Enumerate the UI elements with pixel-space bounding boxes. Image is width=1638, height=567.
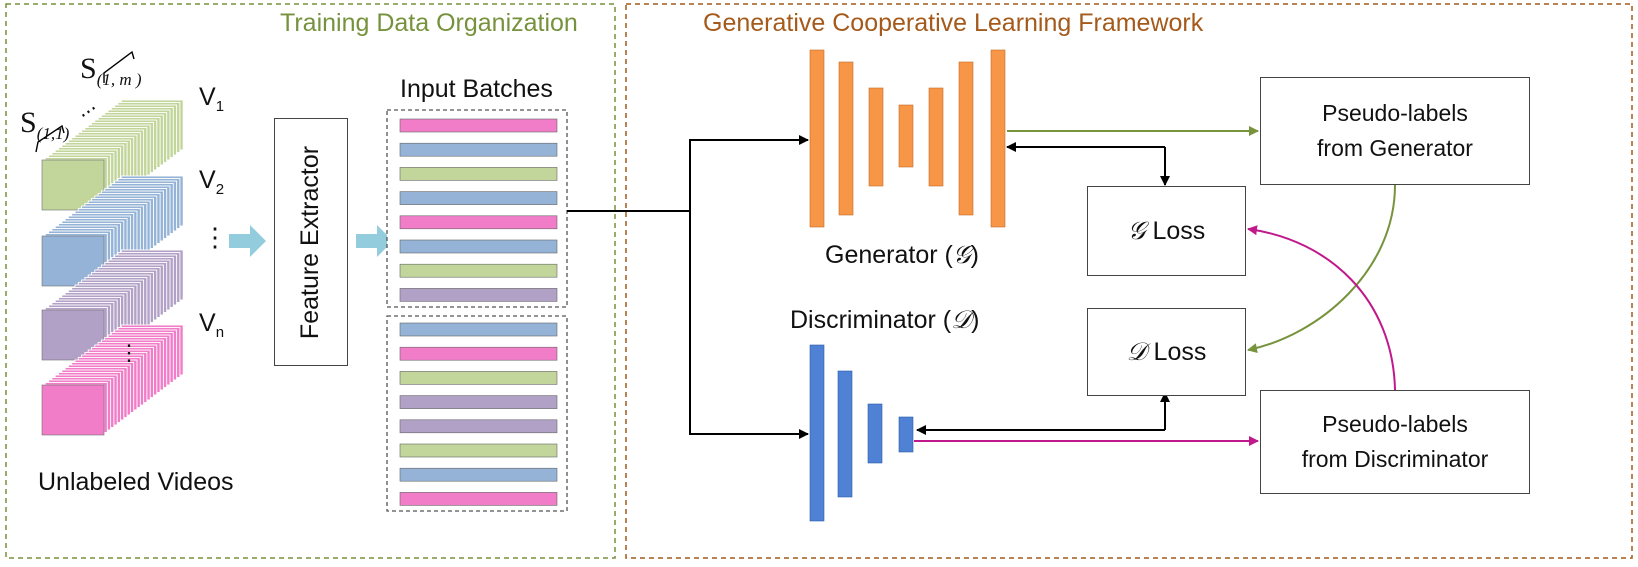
d-loss-text: Loss xyxy=(1146,337,1207,366)
batch-1-bar xyxy=(399,118,558,133)
input-batches-label: Input Batches xyxy=(400,75,553,103)
discriminator-label-close: ) xyxy=(971,306,980,334)
discriminator-layer xyxy=(867,403,883,464)
video-label-1-base: V xyxy=(199,83,216,111)
video-label-1-index: 1 xyxy=(215,98,225,115)
segment-last-index: (1, m ) xyxy=(96,70,142,89)
segment-first-index: (1,1) xyxy=(36,124,70,143)
batch-2-bar xyxy=(399,492,558,506)
generator-pseudo-labels-line2: from Generator xyxy=(1317,135,1473,161)
video-stacks xyxy=(41,99,184,436)
video-4-front-slice xyxy=(41,384,105,436)
feature-extractor-label: Feature Extractor xyxy=(296,145,325,339)
batch-1-bar xyxy=(399,263,558,278)
batch-1-bar xyxy=(399,167,558,181)
video-label-n-index: n xyxy=(215,324,225,341)
video-label-n-base: V xyxy=(199,309,216,337)
g-loss-symbol: 𝒢 xyxy=(1127,216,1146,245)
discriminator-symbol: 𝒟 xyxy=(951,305,972,334)
batch-bars xyxy=(399,118,558,506)
discriminator-labels-to-g-loss-arrow xyxy=(1247,225,1396,391)
framework-title: Generative Cooperative Learning Framewor… xyxy=(703,9,1204,37)
segment-last-bracket xyxy=(103,50,135,83)
generator-layer xyxy=(868,87,884,187)
generator-pseudo-labels-box: Pseudo-labels from Generator xyxy=(1260,77,1530,185)
generator-network xyxy=(809,49,1006,228)
generator-layer xyxy=(958,61,974,216)
video-label-n: Vn xyxy=(199,309,225,341)
generator-symbol: 𝒢 xyxy=(952,240,971,269)
framework-panel-border xyxy=(625,3,1633,559)
discriminator-pseudo-labels-line1: Pseudo-labels xyxy=(1322,411,1468,437)
segment-first-letter: S xyxy=(20,106,37,139)
extractor-to-batches-arrow xyxy=(356,225,393,257)
discriminator-label: Discriminator (𝒟) xyxy=(790,307,979,333)
training-panel-border xyxy=(5,3,616,559)
training-data-organization-title: Training Data Organization xyxy=(280,9,578,37)
d-loss-symbol: 𝒟 xyxy=(1126,337,1147,366)
stack-dots: ⋮ xyxy=(118,340,140,365)
generator-label-close: ) xyxy=(970,241,979,269)
discriminator-label-text: Discriminator ( xyxy=(790,306,952,334)
generator-label-text: Generator ( xyxy=(825,241,953,269)
d-loss-box: 𝒟 Loss xyxy=(1087,308,1246,396)
batch-1-bar xyxy=(399,239,558,254)
generator-layer xyxy=(928,87,944,187)
generator-layer xyxy=(990,49,1006,228)
segment-last-letter: S xyxy=(80,52,97,85)
batch-1-bar xyxy=(399,142,558,157)
batch-2-bar xyxy=(399,322,558,337)
segment-last-label: S(1, m ) xyxy=(80,52,142,89)
batch-2-bar xyxy=(399,467,558,482)
batch-2-bar xyxy=(399,346,558,361)
batch-2-bar xyxy=(399,419,558,434)
discriminator-pseudo-labels-box: Pseudo-labels from Discriminator xyxy=(1260,390,1530,494)
connector-to-discriminator-arrow xyxy=(689,211,809,439)
batch-1-bar xyxy=(399,191,558,205)
generator-label: Generator (𝒢) xyxy=(825,242,979,268)
segment-first-label: S(1,1) xyxy=(20,106,70,143)
g-loss-box: 𝒢 Loss xyxy=(1087,186,1246,276)
batch-2-bar xyxy=(399,443,558,458)
generator-pseudo-labels-line1: Pseudo-labels xyxy=(1322,100,1468,126)
video-dots: ⋮ xyxy=(202,222,228,252)
feature-extractor-box: Feature Extractor xyxy=(274,118,348,366)
connector-to-generator-arrow xyxy=(689,135,809,211)
generator-layer xyxy=(809,49,825,228)
discriminator-layer xyxy=(837,370,853,498)
batch-1-bar xyxy=(399,215,558,230)
generator-layer xyxy=(898,104,914,168)
unlabeled-videos-caption: Unlabeled Videos xyxy=(38,468,234,496)
batch-2-bar xyxy=(399,395,558,409)
discriminator-layer xyxy=(898,416,914,453)
batch-1-bar xyxy=(399,288,558,302)
video-label-2: V2 xyxy=(199,166,225,198)
video-label-2-index: 2 xyxy=(215,181,225,198)
batch-2-bar xyxy=(399,371,558,385)
g-loss-text: Loss xyxy=(1145,216,1206,245)
generator-labels-to-d-loss-arrow xyxy=(1247,184,1396,354)
videos-to-extractor-arrow xyxy=(229,225,266,257)
discriminator-network xyxy=(809,344,914,522)
discriminator-layer xyxy=(809,344,825,522)
video-label-2-base: V xyxy=(199,166,216,194)
discriminator-pseudo-labels-line2: from Discriminator xyxy=(1301,446,1489,472)
generator-layer xyxy=(838,61,854,216)
input-batch-2 xyxy=(386,315,568,512)
video-label-1: V1 xyxy=(199,83,225,115)
segment-first-bracket xyxy=(35,124,65,153)
